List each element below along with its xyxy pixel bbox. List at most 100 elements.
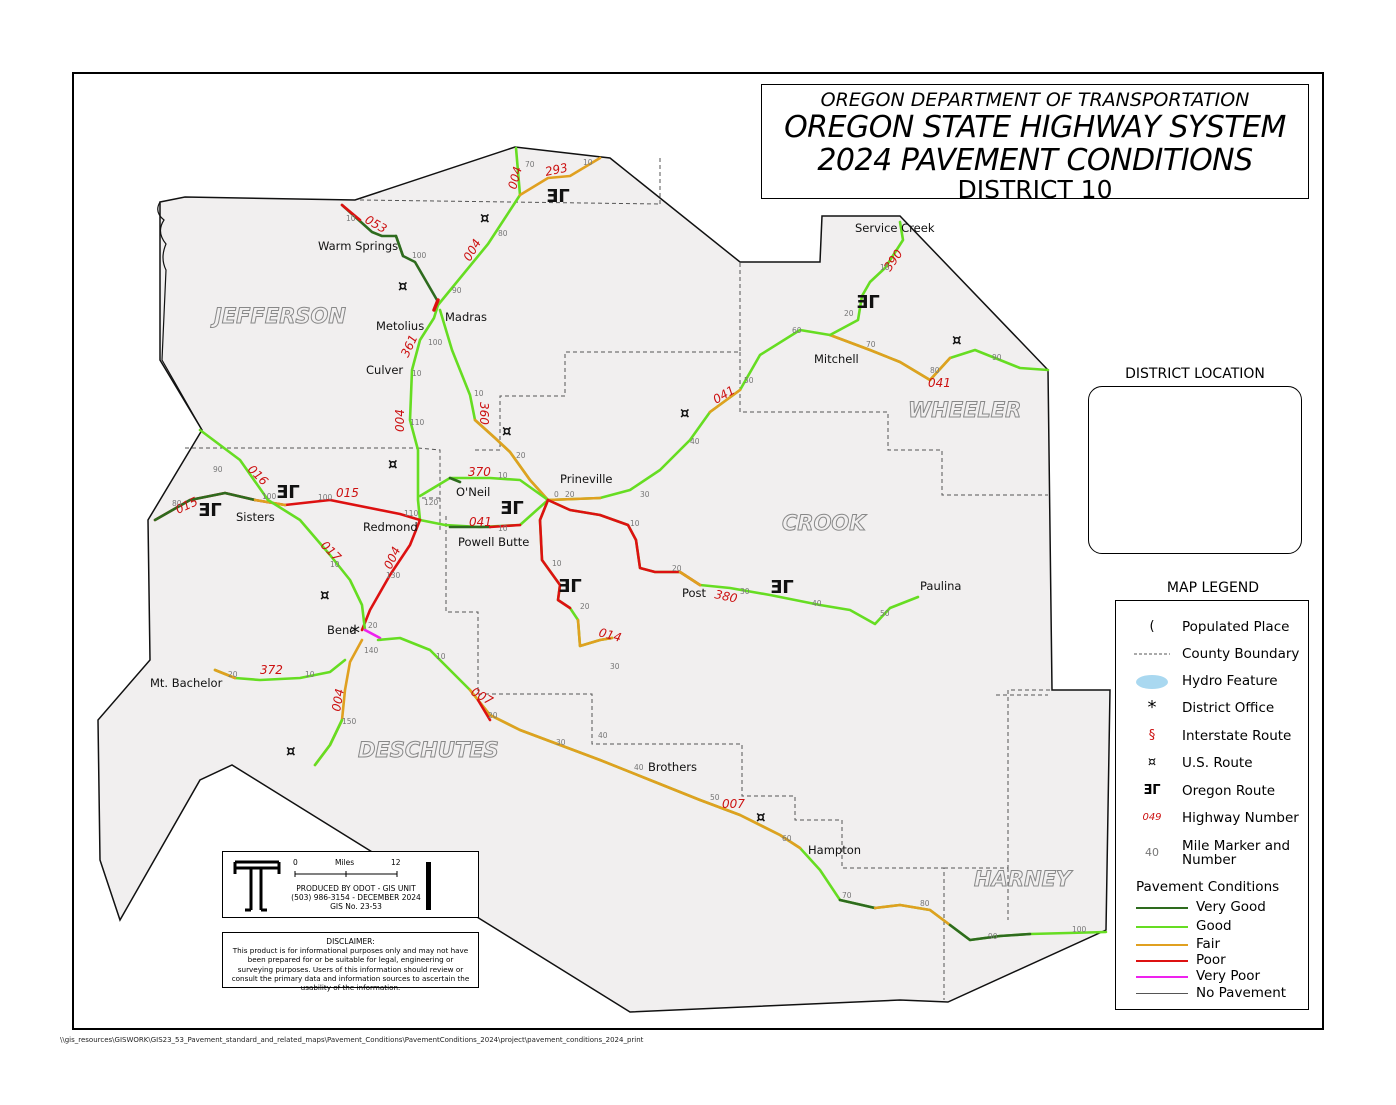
west-river-edge [157, 201, 203, 431]
hwy-293 [518, 156, 602, 197]
svg-text:50: 50 [744, 376, 754, 385]
district-title: DISTRICT 10 [957, 175, 1113, 204]
svg-text:110: 110 [410, 418, 425, 427]
hwy-num-041: 041 [469, 515, 492, 529]
svg-text:10: 10 [498, 524, 508, 533]
pavement-good: Good [1136, 918, 1306, 935]
svg-text:Brothers: Brothers [648, 760, 697, 774]
svg-text:Post: Post [682, 586, 707, 600]
svg-text:80: 80 [920, 899, 930, 908]
svg-text:40: 40 [812, 599, 822, 608]
hwy-num-007: 007 [722, 797, 745, 811]
svg-text:Prineville: Prineville [560, 472, 613, 486]
svg-text:10: 10 [305, 670, 315, 679]
hwy-num-380: 380 [713, 587, 739, 606]
svg-text:10: 10 [330, 560, 340, 569]
legend-item: ( Populated Place [1116, 617, 1308, 637]
svg-text:10: 10 [474, 389, 484, 398]
hwy-num-014: 014 [597, 625, 623, 644]
svg-text:Culver: Culver [366, 363, 403, 377]
svg-text:O'Neil: O'Neil [456, 485, 490, 499]
us-route-icon: ¤ [320, 586, 330, 604]
hwy-num-004: 004 [505, 165, 524, 191]
pavement-very-poor: Very Poor [1136, 968, 1306, 985]
svg-text:30: 30 [740, 587, 750, 596]
us-route-icon: ¤ [388, 455, 398, 473]
hwy-very-poor [363, 628, 382, 640]
us-route-icon: ¤ [286, 742, 296, 760]
svg-text:20: 20 [368, 621, 378, 630]
svg-text:Warm Springs: Warm Springs [318, 239, 398, 253]
pavement-no-pavement: No Pavement [1136, 985, 1306, 1002]
svg-text:10: 10 [630, 519, 640, 528]
oregon-route-icon: ƎΓ [1143, 783, 1161, 798]
legend: ( Populated Place County Boundary Hydro … [1115, 600, 1309, 1010]
oregon-route-icon: ƎΓ [558, 576, 582, 597]
svg-text:90: 90 [213, 465, 223, 474]
map-subtitle: 2024 PAVEMENT CONDITIONS [817, 143, 1253, 178]
highways [153, 146, 1108, 942]
populated-place-icon: ( [1149, 619, 1155, 634]
svg-text:20: 20 [672, 564, 682, 573]
svg-text:20: 20 [580, 602, 590, 611]
pavement-conditions-title: Pavement Conditions [1136, 879, 1280, 895]
svg-text:0: 0 [554, 490, 559, 499]
svg-text:30: 30 [610, 662, 620, 671]
county-crook: CROOK [782, 511, 867, 535]
svg-text:80: 80 [930, 366, 940, 375]
svg-text:90: 90 [988, 932, 998, 941]
oregon-route-icon: ƎΓ [856, 292, 880, 313]
hwy-004-north [436, 146, 522, 307]
us-route-icon: ¤ [502, 422, 512, 440]
hwy-370 [418, 476, 550, 502]
district-location-title: DISTRICT LOCATION [1125, 366, 1265, 382]
county-boundaries [185, 158, 1052, 1000]
legend-item: § Interstate Route [1116, 726, 1308, 746]
svg-text:20: 20 [516, 451, 526, 460]
svg-text:30: 30 [640, 490, 650, 499]
svg-text:70: 70 [842, 891, 852, 900]
oregon-route-icon: ƎΓ [546, 186, 570, 207]
hwy-num-041: 041 [928, 376, 951, 390]
county-labels: JEFFERSON WHEELER CROOK DESCHUTES HARNEY [210, 304, 1074, 892]
county-jefferson: JEFFERSON [210, 304, 346, 328]
disclaimer-box: DISCLAIMER: This product is for informat… [222, 932, 479, 992]
svg-text:100: 100 [412, 251, 427, 260]
svg-text:20: 20 [488, 711, 498, 720]
svg-text:Powell Butte: Powell Butte [458, 535, 529, 549]
legend-item: Hydro Feature [1116, 671, 1308, 691]
svg-text:100: 100 [262, 492, 277, 501]
mile-marker-icon: 40 [1145, 846, 1159, 859]
svg-text:80: 80 [498, 229, 508, 238]
svg-text:70: 70 [866, 340, 876, 349]
agency-title: OREGON DEPARTMENT OF TRANSPORTATION [820, 89, 1250, 111]
pavement-fair: Fair [1136, 936, 1306, 953]
district-office-icon: * [1147, 697, 1157, 718]
svg-text:40: 40 [598, 731, 608, 740]
county-wheeler: WHEELER [908, 398, 1021, 422]
oregon-route-icon: ƎΓ [198, 500, 222, 521]
svg-text:60: 60 [782, 834, 792, 843]
hwy-num-293: 293 [544, 160, 569, 178]
svg-text:120: 120 [424, 498, 439, 507]
legend-item: 40 Mile Marker and Number [1116, 839, 1308, 867]
hwy-num-370: 370 [468, 465, 491, 479]
mile-markers: 10 70 80 90 100 10 100 10 10 110 20 120 … [172, 158, 1087, 941]
interstate-route-icon: § [1148, 728, 1156, 743]
svg-text:90: 90 [992, 353, 1002, 362]
legend-item: 049 Highway Number [1116, 808, 1308, 828]
svg-text:20: 20 [228, 670, 238, 679]
svg-text:130: 130 [386, 571, 401, 580]
map-frame [72, 72, 1324, 1030]
us-route-icon: ¤ [398, 277, 408, 295]
route-shields: ¤ ¤ ¤ ¤ ¤ ¤ ¤ ¤ ¤ [286, 209, 962, 826]
svg-text:Bend: Bend [327, 623, 357, 637]
hwy-016 [198, 428, 270, 502]
hwy-004-redmond [360, 518, 422, 632]
file-path: \\gis_resources\GISWORK\GIS23_53_Pavemen… [60, 1036, 644, 1044]
hwy-390 [828, 220, 905, 337]
district-office-icon: * [350, 621, 360, 645]
map-title: OREGON STATE HIGHWAY SYSTEM [784, 110, 1286, 145]
credit-box: 0 Miles 12 PRODUCED BY ODOT - GIS UNIT (… [222, 851, 479, 918]
svg-text:70: 70 [525, 160, 535, 169]
